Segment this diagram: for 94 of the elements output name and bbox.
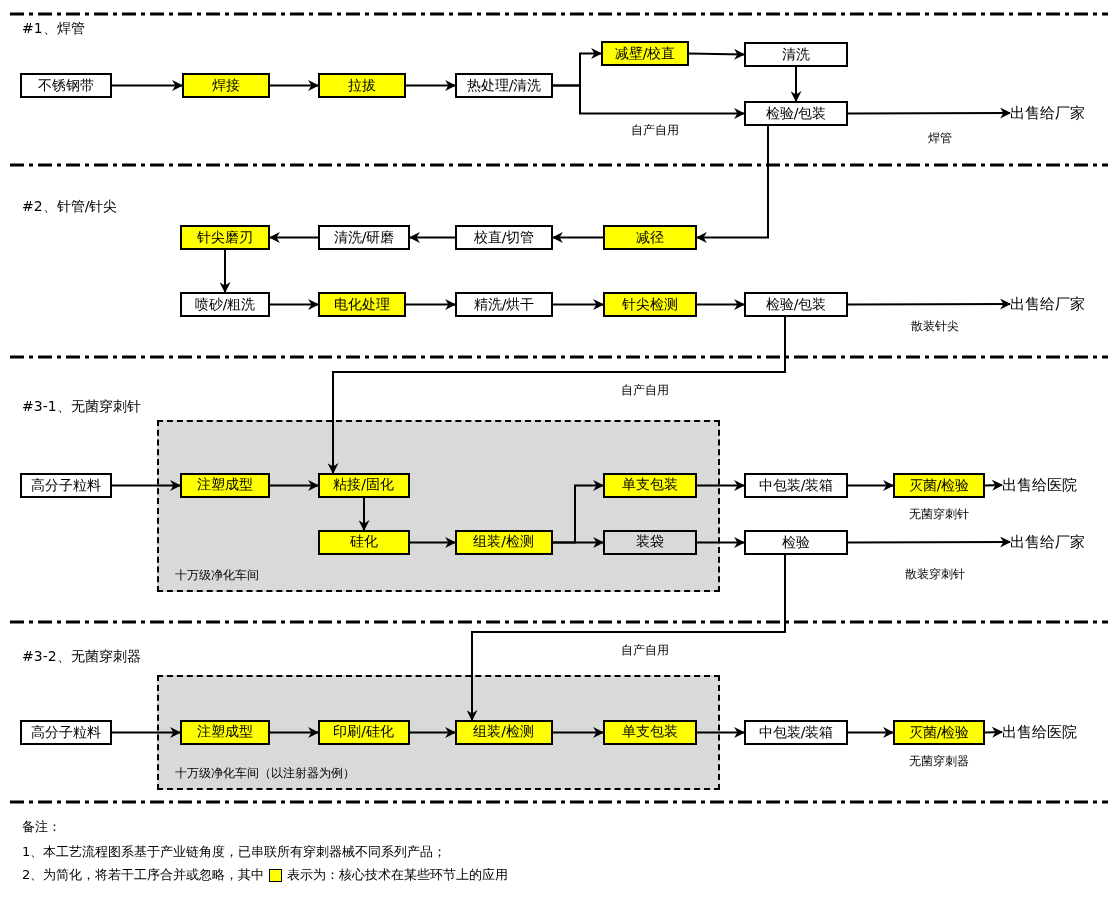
arrow [847,727,895,738]
core-process-box: 针尖磨刃 [180,225,270,250]
process-box: 检验 [744,530,848,555]
core-process-box: 粘接/固化 [317,472,410,498]
arrow [269,80,320,91]
cleanroom-area [157,675,720,790]
arrow [695,125,769,243]
arrow [405,299,457,310]
arrow [552,299,605,310]
arrow [269,299,320,310]
process-box: 高分子粒料 [20,473,112,498]
process-box: 中包装/装箱 [744,720,848,745]
core-process-box: 焊接 [182,73,270,98]
arrow [696,537,746,548]
end-label: 出售给厂家 [1010,101,1108,125]
arrow [111,480,182,491]
area-label: 十万级净化车间 [175,567,259,584]
arrow [847,107,1012,119]
core-process-box: 硅化 [317,529,410,555]
arrow [409,727,457,738]
core-process-box: 电化处理 [318,292,406,317]
edge-label: 散装穿刺针 [903,566,967,583]
cleanroom-area [157,420,720,592]
core-process-box: 减径 [603,225,697,250]
process-box: 装袋 [602,529,697,555]
arrow [552,727,605,738]
process-box: 精洗/烘干 [455,292,553,317]
end-label: 出售给厂家 [1010,530,1108,554]
edge-label: 自产自用 [619,382,671,399]
core-process-box: 针尖检测 [603,292,697,317]
arrow [405,80,457,91]
arrow [111,80,184,91]
arrow [790,66,802,103]
caption-text: 无菌穿刺针 [909,506,969,523]
end-label: 出售给厂家 [1010,292,1108,316]
arrow [268,232,319,243]
area-label: 十万级净化车间（以注射器为例） [175,765,355,782]
process-box: 清洗/研磨 [318,225,410,250]
process-box: 清洗 [744,42,848,67]
arrow [688,48,746,60]
arrow [696,727,746,738]
arrow [269,480,320,491]
arrow [552,537,605,548]
core-process-box: 拉拔 [318,73,406,98]
edge-label: 自产自用 [619,642,671,659]
arrow [847,480,895,491]
arrow [847,536,1012,548]
note-text: 备注： [22,818,61,836]
core-process-box: 单支包装 [602,719,697,745]
arrow [847,298,1012,310]
edge-label: 自产自用 [629,122,681,139]
note-text: 2、为简化，将若干工序合并或忽略，其中 [22,866,265,884]
arrow [696,480,746,491]
arrow [984,726,1004,738]
arrow [269,727,320,738]
process-box: 热处理/清洗 [455,73,553,98]
process-box: 校直/切管 [455,225,553,250]
process-box: 不锈钢带 [20,73,112,98]
process-box: 高分子粒料 [20,720,112,745]
process-box: 检验/包装 [744,292,848,317]
arrow [984,479,1004,491]
core-process-box: 印刷/硅化 [317,719,410,745]
arrow [408,232,456,243]
arrow [409,537,457,548]
arrow [327,316,786,475]
core-process-box: 灭菌/检验 [893,473,985,498]
arrow [696,299,746,310]
arrow [551,232,604,243]
arrow [111,727,182,738]
edge-label: 散装针尖 [909,318,961,335]
core-process-box: 组装/检测 [454,529,553,555]
core-process-box: 减壁/校直 [601,41,689,66]
arrow [466,554,786,722]
section-title: #3-2、无菌穿刺器 [22,648,141,666]
section-title: #2、针管/针尖 [22,198,118,216]
legend-text: 表示为：核心技术在某些环节上的应用 [287,866,509,884]
edge-label: 焊管 [926,130,954,147]
end-label: 出售给医院 [1002,720,1108,744]
core-process-box: 注塑成型 [179,472,270,498]
section-title: #3-1、无菌穿刺针 [22,398,141,416]
end-label: 出售给医院 [1002,473,1108,497]
core-process-box: 灭菌/检验 [893,720,985,745]
core-process-box: 注塑成型 [179,719,270,745]
note-text: 1、本工艺流程图系基于产业链角度，已串联所有穿刺器械不同系列产品； [22,843,447,861]
process-box: 检验/包装 [744,101,848,126]
process-box: 中包装/装箱 [744,473,848,498]
arrow [219,249,231,294]
core-process-box: 组装/检测 [454,719,553,745]
section-title: #1、焊管 [22,20,85,38]
caption-text: 无菌穿刺器 [909,753,969,770]
core-process-box: 单支包装 [602,472,697,498]
arrow [552,84,746,119]
arrow [358,497,370,532]
process-box: 喷砂/粗洗 [180,292,270,317]
